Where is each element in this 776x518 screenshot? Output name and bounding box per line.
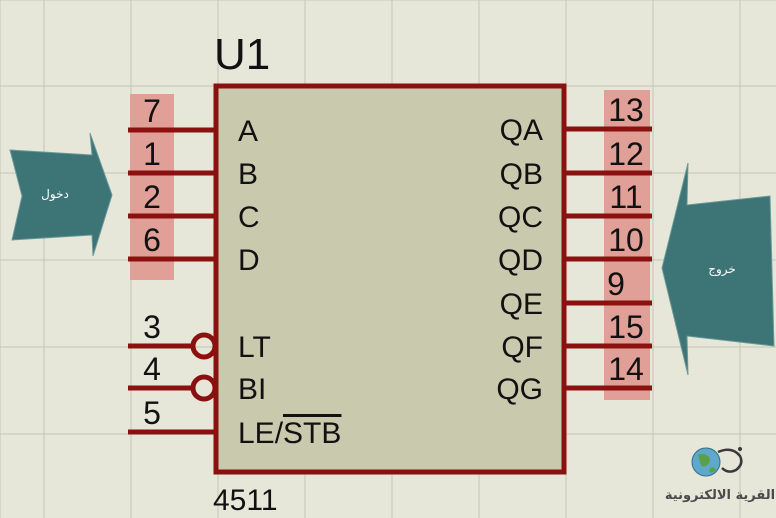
left-pin[interactable]: 7A	[128, 93, 258, 148]
pin-label-overline: STB	[283, 417, 341, 450]
pin-number: 15	[608, 309, 644, 345]
output-arrow: خروج	[661, 162, 775, 376]
left-pin-highlight	[130, 94, 174, 280]
logo: القرية الالكترونية	[665, 447, 775, 503]
right-pin[interactable]: 9QE	[500, 266, 652, 321]
pin-label: C	[238, 201, 260, 234]
pin-number: 2	[143, 179, 161, 215]
output-arrow-shape	[661, 162, 775, 376]
pin-label: LE/STB	[238, 417, 341, 450]
pin-label: QC	[498, 201, 543, 234]
pin-label: B	[238, 158, 258, 191]
pin-number: 7	[143, 93, 161, 129]
pin-label: BI	[238, 373, 266, 406]
output-arrow-label: خروج	[708, 262, 736, 277]
inversion-bubble	[190, 332, 218, 360]
pin-number: 6	[143, 222, 161, 258]
pin-label: QG	[496, 373, 543, 406]
pin-label: QE	[500, 288, 543, 321]
inversion-bubble	[190, 374, 218, 402]
logo-calligraphy	[717, 448, 743, 473]
pin-number: 3	[143, 309, 161, 345]
pin-label: QA	[500, 114, 543, 147]
globe-land	[698, 453, 716, 473]
pin-label: D	[238, 244, 260, 277]
pin-number: 4	[143, 351, 161, 387]
pin-label: QB	[500, 158, 543, 191]
component-ref: U1	[214, 30, 270, 79]
pin-label: A	[238, 115, 258, 148]
pin-number: 14	[608, 351, 644, 387]
pin-number: 10	[608, 222, 644, 258]
left-pin[interactable]: 2C	[128, 179, 260, 234]
input-arrow-label: دخول	[41, 187, 69, 202]
left-pin[interactable]: 3LT	[128, 309, 271, 364]
left-pin[interactable]: 5LE/STB	[128, 395, 342, 450]
pin-label: LT	[238, 331, 271, 364]
input-arrow-shape	[9, 132, 113, 257]
pin-number: 11	[609, 179, 642, 215]
pin-number: 9	[607, 266, 625, 302]
left-pin[interactable]: 6D	[128, 222, 260, 277]
logo-text: القرية الالكترونية	[665, 488, 775, 503]
pin-number: 13	[608, 92, 644, 128]
pin-number: 1	[143, 136, 161, 172]
pin-number: 12	[608, 136, 644, 172]
input-arrow: دخول	[9, 132, 113, 257]
ic-body[interactable]	[213, 83, 567, 475]
pin-label: QD	[498, 244, 543, 277]
pin-number: 5	[143, 395, 161, 431]
left-pin[interactable]: 1B	[128, 136, 258, 191]
left-pin[interactable]: 4BI	[128, 351, 266, 406]
pin-label: QF	[501, 331, 543, 364]
logo-dot	[738, 447, 742, 451]
component-part: 4511	[213, 484, 278, 517]
